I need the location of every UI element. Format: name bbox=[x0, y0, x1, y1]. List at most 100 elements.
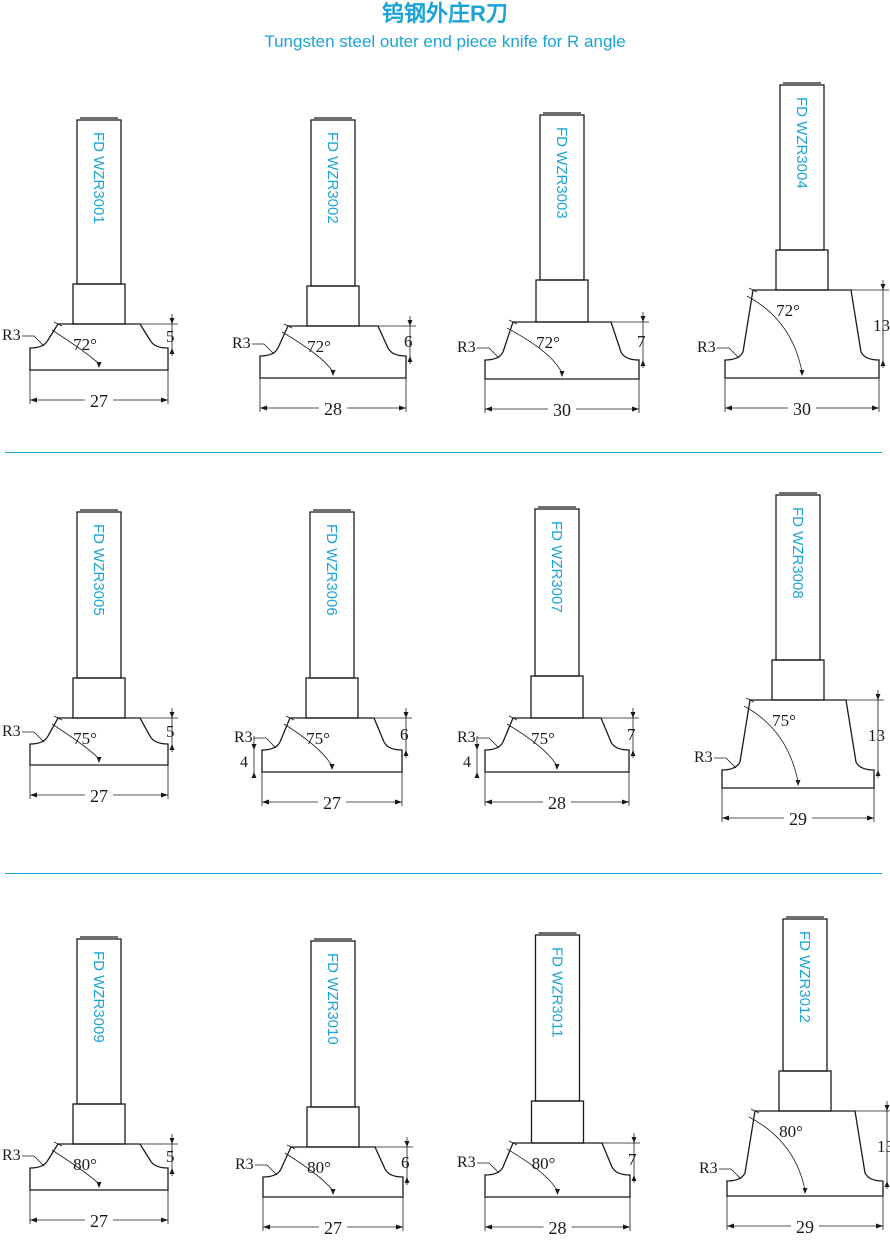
angle-label: 72° bbox=[73, 335, 97, 354]
width-label-bg bbox=[85, 1210, 113, 1228]
tool-code-label: FD WZR3003 bbox=[553, 127, 570, 219]
tool-code-label: FD WZR3006 bbox=[323, 524, 340, 616]
neck bbox=[775, 249, 829, 291]
arrow-head bbox=[396, 1224, 403, 1230]
arrow-head bbox=[622, 799, 629, 805]
arrow-head bbox=[876, 1223, 883, 1229]
arrow-head bbox=[169, 318, 175, 324]
cutter-body bbox=[261, 717, 403, 773]
tool-code-label: FD WZR3009 bbox=[90, 951, 107, 1043]
width-label-bg bbox=[319, 398, 347, 416]
width-label: 29 bbox=[796, 1217, 814, 1237]
radius-label: R3 bbox=[232, 335, 251, 352]
width-label: 30 bbox=[793, 399, 811, 419]
arrow-head bbox=[884, 1181, 890, 1187]
radius-label: R3 bbox=[457, 339, 476, 356]
radius-label: R3 bbox=[2, 1147, 21, 1164]
tool-code-label: FD WZR3004 bbox=[793, 97, 810, 189]
angle-arc bbox=[283, 723, 333, 767]
arrow-head bbox=[169, 348, 175, 354]
arrow-head bbox=[867, 815, 874, 821]
angle-tick bbox=[53, 1141, 63, 1147]
angle-label: 80° bbox=[532, 1154, 556, 1173]
width-label: 27 bbox=[90, 786, 108, 806]
arrow-head bbox=[554, 764, 560, 770]
arrow-head bbox=[262, 799, 269, 805]
arrow-head bbox=[630, 750, 636, 756]
height-label: 7 bbox=[628, 1150, 637, 1169]
arrow-head bbox=[727, 1223, 734, 1229]
tool-code-label: FD WZR3010 bbox=[324, 953, 341, 1045]
angle-label: 80° bbox=[73, 1155, 97, 1174]
neck bbox=[306, 1106, 360, 1148]
arrow-head bbox=[30, 792, 37, 798]
tool-code-label: FD WZR3007 bbox=[548, 521, 565, 613]
height-label: 5 bbox=[166, 1147, 175, 1166]
radius-leader bbox=[22, 1155, 45, 1167]
row-divider bbox=[5, 452, 882, 453]
arrow-head bbox=[30, 1217, 37, 1223]
width-label: 30 bbox=[553, 400, 571, 420]
angle-arc bbox=[284, 1152, 334, 1192]
arrow-head bbox=[880, 284, 886, 290]
title-english: Tungsten steel outer end piece knife for… bbox=[264, 32, 626, 51]
angle-arc bbox=[746, 295, 803, 373]
width-label: 28 bbox=[324, 399, 342, 419]
tool-code-label: FD WZR3005 bbox=[90, 524, 107, 616]
angle-label: 80° bbox=[307, 1158, 331, 1177]
width-label-bg bbox=[784, 808, 812, 826]
arrow-head bbox=[329, 764, 335, 770]
arrow-head bbox=[799, 370, 805, 376]
radius-label: R3 bbox=[235, 1156, 254, 1173]
step-label: 4 bbox=[240, 754, 248, 771]
arrow-head bbox=[485, 799, 492, 805]
width-label-bg bbox=[788, 398, 816, 416]
width-label-bg bbox=[85, 390, 113, 408]
arrow-head bbox=[96, 362, 102, 368]
height-label: 6 bbox=[400, 725, 409, 744]
width-label: 28 bbox=[549, 1218, 567, 1238]
width-label-bg bbox=[318, 792, 346, 810]
cutter-body bbox=[484, 1142, 631, 1198]
height-label: 5 bbox=[166, 327, 175, 346]
angle-label: 80° bbox=[779, 1122, 803, 1141]
radius-leader bbox=[477, 737, 500, 749]
arrow-head bbox=[161, 792, 168, 798]
arrow-head bbox=[555, 1189, 560, 1195]
neck bbox=[778, 1070, 832, 1112]
arrow-head bbox=[403, 750, 409, 756]
arrow-head bbox=[640, 360, 646, 366]
radius-leader bbox=[252, 343, 275, 355]
arrow-head bbox=[559, 371, 565, 377]
title-chinese: 钨钢外庄R刀 bbox=[382, 1, 508, 26]
arrow-head bbox=[485, 406, 492, 412]
angle-arc bbox=[748, 1116, 806, 1191]
radius-leader bbox=[22, 335, 45, 347]
angle-tick bbox=[53, 715, 63, 721]
angle-label: 75° bbox=[306, 729, 330, 748]
arrow-head bbox=[251, 772, 257, 778]
radius-leader bbox=[477, 1162, 500, 1174]
arrow-head bbox=[485, 1224, 492, 1230]
arrow-head bbox=[725, 405, 732, 411]
tool-code-label: FD WZR3002 bbox=[324, 132, 341, 224]
arrow-head bbox=[404, 1177, 410, 1183]
height-label: 7 bbox=[637, 332, 646, 351]
radius-label: R3 bbox=[457, 729, 476, 746]
height-label: 13 bbox=[868, 726, 885, 745]
angle-tick bbox=[508, 715, 518, 721]
angle-label: 72° bbox=[536, 333, 560, 352]
arrow-head bbox=[330, 1189, 336, 1195]
angle-tick bbox=[283, 323, 293, 329]
radius-leader bbox=[714, 757, 737, 769]
radius-label: R3 bbox=[2, 327, 21, 344]
width-label: 29 bbox=[789, 809, 807, 829]
arrow-head bbox=[404, 1141, 410, 1147]
height-label: 13 bbox=[873, 316, 890, 335]
width-label: 27 bbox=[90, 391, 108, 411]
radius-label: R3 bbox=[2, 723, 21, 740]
